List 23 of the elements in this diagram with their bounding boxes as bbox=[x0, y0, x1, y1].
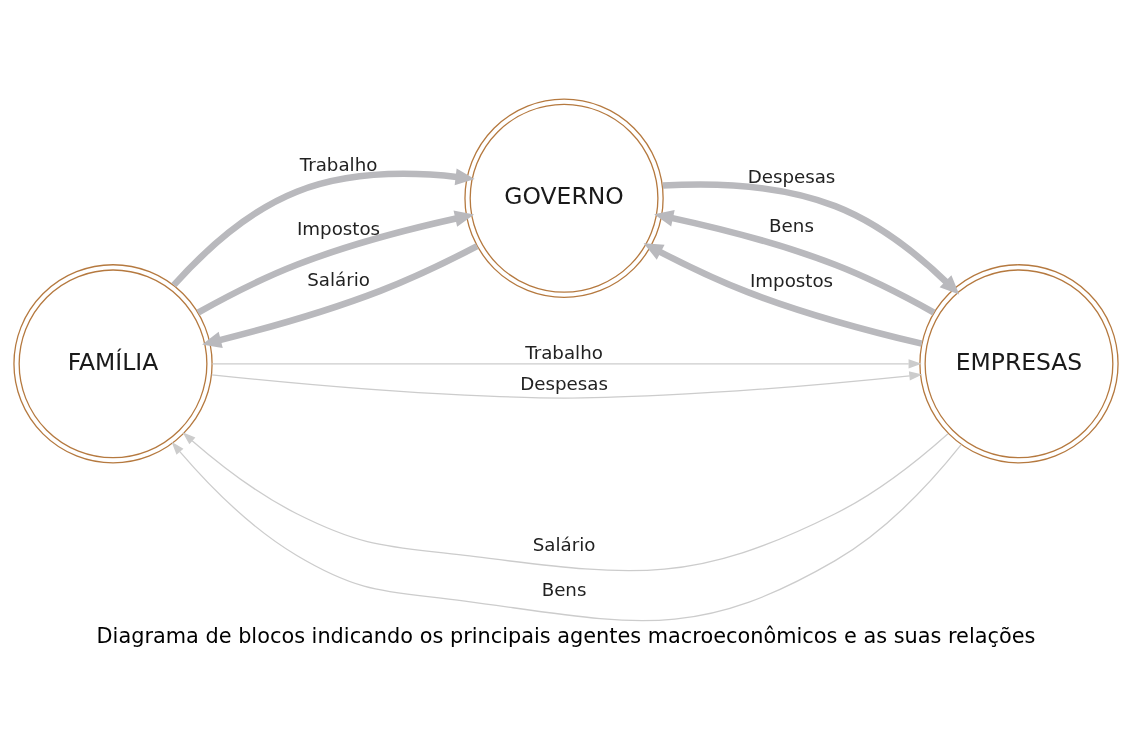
arrow bbox=[662, 181, 960, 295]
edge-label: Salário bbox=[307, 268, 370, 290]
arrow bbox=[211, 359, 922, 369]
edge-label: Impostos bbox=[749, 270, 834, 292]
arrow bbox=[196, 210, 475, 316]
arrow bbox=[171, 441, 962, 622]
arrow bbox=[171, 168, 475, 288]
node-circle: EMPRESAS bbox=[919, 264, 1119, 464]
edge-label: Trabalho bbox=[525, 341, 603, 363]
arrow bbox=[211, 371, 923, 399]
arrow bbox=[182, 432, 949, 572]
arrow bbox=[654, 209, 936, 316]
edge-label: Despesas bbox=[747, 165, 836, 187]
arrow bbox=[643, 243, 923, 347]
arrow bbox=[202, 243, 479, 349]
edge-label: Salário bbox=[532, 533, 596, 555]
edge-label: Bens bbox=[541, 579, 587, 601]
edge-label: Bens bbox=[769, 215, 814, 237]
caption: Diagrama de blocos indicando os principais agentes macroeconômicos e as suas relações bbox=[96, 623, 1036, 648]
edge-label: Impostos bbox=[296, 218, 381, 240]
edge-label: Despesas bbox=[520, 373, 608, 395]
edge-label: Trabalho bbox=[299, 154, 378, 176]
node-circle: FAMÍLIA bbox=[13, 264, 213, 464]
